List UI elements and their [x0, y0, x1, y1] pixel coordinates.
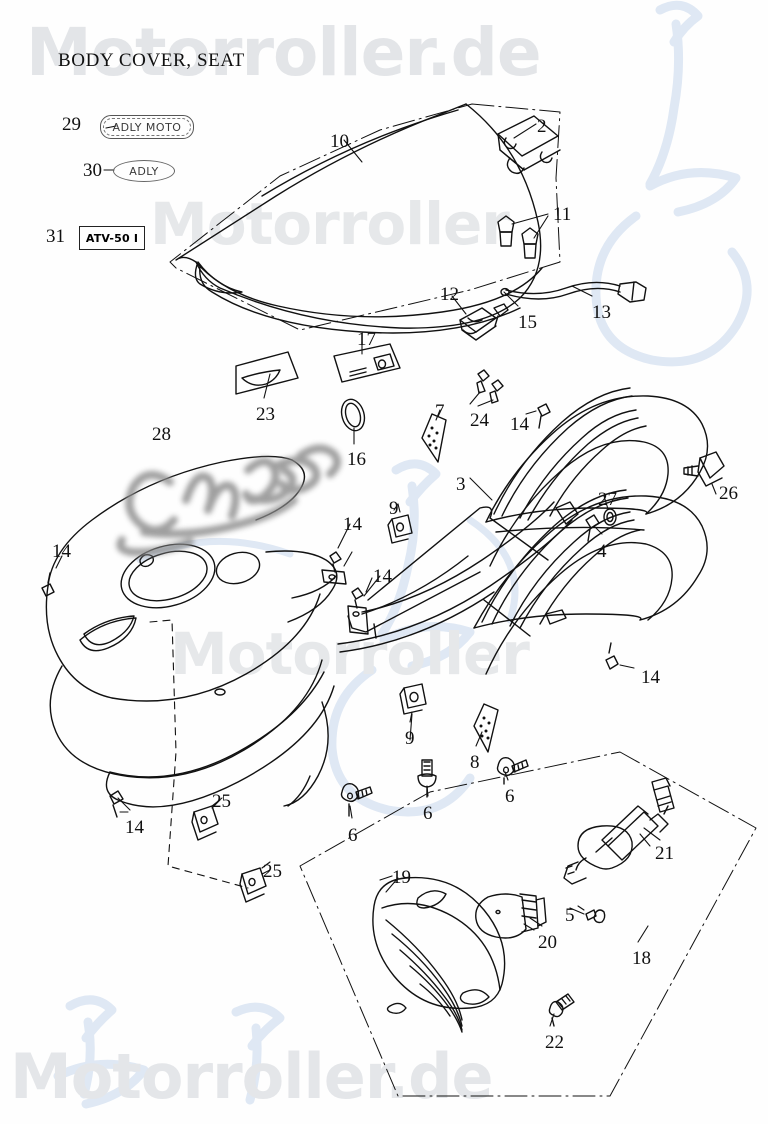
part-callout-22: 22 [545, 1032, 564, 1053]
watermark-upper-middle: Motorroller [150, 190, 510, 258]
part-callout-9b: 9 [405, 728, 415, 749]
part-callout-10: 10 [330, 131, 349, 152]
part-callout-24: 24 [470, 410, 489, 431]
part-callout-21: 21 [655, 843, 674, 864]
part-callout-8: 8 [470, 752, 480, 773]
part-callout-28: 28 [152, 424, 171, 445]
part-callout-30: 30 [83, 160, 102, 181]
part-callout-14a: 14 [510, 414, 529, 435]
watermark-bottom: Motorroller.de [10, 1040, 494, 1113]
part-callout-6a: 6 [423, 803, 433, 824]
part-callout-15: 15 [518, 312, 537, 333]
part-callout-18: 18 [632, 948, 651, 969]
part-callout-13: 13 [592, 302, 611, 323]
part-callout-27: 27 [598, 489, 617, 510]
part-callout-26: 26 [719, 483, 738, 504]
part-callout-4: 4 [597, 541, 607, 562]
part-callout-12: 12 [440, 284, 459, 305]
part-callout-14c: 14 [373, 566, 392, 587]
part-callout-2: 2 [537, 116, 547, 137]
part-callout-3: 3 [456, 474, 466, 495]
emblem-badge-model: ATV-50 I [79, 226, 145, 250]
part-callout-11: 11 [553, 204, 572, 225]
part-callout-14b: 14 [343, 514, 362, 535]
part-callout-19: 19 [392, 867, 411, 888]
part-callout-23: 23 [256, 404, 275, 425]
part-callout-9a: 9 [389, 498, 399, 519]
emblem-badge-model-text: ATV-50 I [85, 231, 139, 245]
page-title: BODY COVER, SEAT [58, 50, 245, 71]
part-callout-20: 20 [538, 932, 557, 953]
part-callout-14f: 14 [641, 667, 660, 688]
emblem-badge-adly: ADLY [113, 160, 175, 182]
emblem-badge-adly-moto-text: ADLY MOTO [112, 120, 182, 134]
part-callout-29: 29 [62, 114, 81, 135]
part-callout-14d: 14 [52, 541, 71, 562]
part-callout-6b: 6 [505, 786, 515, 807]
part-callout-31: 31 [46, 226, 65, 247]
part-callout-16: 16 [347, 449, 366, 470]
part-callout-7: 7 [435, 401, 445, 422]
emblem-badge-adly-moto: ADLY MOTO [100, 115, 194, 139]
part-callout-6c: 6 [348, 825, 358, 846]
part-callout-25a: 25 [212, 791, 231, 812]
part-callout-5: 5 [565, 905, 575, 926]
part-callout-17: 17 [357, 329, 376, 350]
part-callout-14e: 14 [125, 817, 144, 838]
watermark-top: Motorroller.de [26, 14, 542, 91]
part-callout-25b: 25 [263, 861, 282, 882]
emblem-badge-adly-text: ADLY [129, 164, 159, 178]
